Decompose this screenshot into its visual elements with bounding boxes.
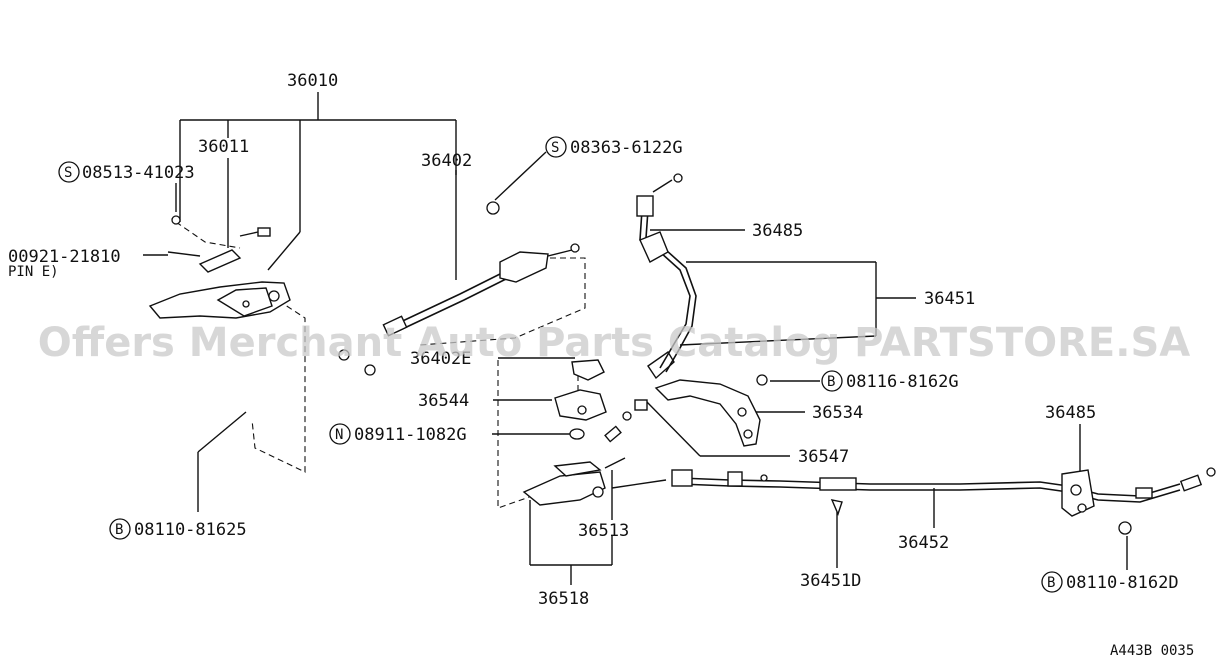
leader-lines xyxy=(143,92,1128,585)
dashed-assembly-lines xyxy=(175,221,586,509)
left-rear-cable xyxy=(636,173,697,373)
label-36451: 36451 xyxy=(924,289,975,309)
callout-letter: N xyxy=(335,427,343,443)
label-36011: 36011 xyxy=(198,137,249,157)
callout-s-08513: S 08513-41023 xyxy=(58,161,195,183)
callout-b-08110-8162d: B 08110-8162D xyxy=(1041,571,1179,593)
label-36485-top: 36485 xyxy=(752,221,803,241)
equalizer-bracket xyxy=(554,359,607,440)
label-36010: 36010 xyxy=(287,71,338,91)
label-36452: 36452 xyxy=(898,533,949,553)
front-cable xyxy=(338,201,580,376)
callout-letter: S xyxy=(551,140,559,156)
callout-s-08363: S 08363-6122G xyxy=(545,136,683,158)
callout-letter: B xyxy=(115,522,123,538)
label-36485-right: 36485 xyxy=(1045,403,1096,423)
label-36534: 36534 xyxy=(812,403,863,423)
callout-n-08911: N 08911-1082G xyxy=(329,423,467,445)
part-number-labels: 36010 36011 36402 00921-21810 PIN E) 364… xyxy=(8,71,1194,659)
callout-text: 08513-41023 xyxy=(82,163,195,183)
callout-text: 08363-6122G xyxy=(570,138,683,158)
label-36451d: 36451D xyxy=(800,571,861,591)
callout-b-08110-81625: B 08110-81625 xyxy=(109,518,247,540)
callout-text: 08110-81625 xyxy=(134,520,247,540)
label-36513: 36513 xyxy=(578,521,629,541)
right-rear-cable xyxy=(671,467,1216,535)
callout-b-08116: B 08116-8162G xyxy=(821,370,959,392)
watermark: Offers Merchant Auto Parts Catalog PARTS… xyxy=(38,320,1190,366)
label-36402: 36402 xyxy=(421,151,472,171)
figure-code: A443B 0035 xyxy=(1110,643,1194,659)
label-00921-21810: 00921-21810 xyxy=(8,247,121,267)
callout-letter: B xyxy=(827,374,835,390)
callout-letter: B xyxy=(1047,575,1055,591)
label-36547: 36547 xyxy=(798,447,849,467)
hand-lever-assembly xyxy=(148,215,291,319)
callout-text: 08110-8162D xyxy=(1066,573,1179,593)
label-36402e: 36402E xyxy=(410,349,471,369)
callout-text: 08911-1082G xyxy=(354,425,467,445)
label-36544: 36544 xyxy=(418,391,469,411)
callout-letter: S xyxy=(64,165,72,181)
cable-adjuster-parts xyxy=(522,350,675,506)
label-pin: PIN E) xyxy=(8,264,59,280)
rear-bracket xyxy=(654,374,768,447)
callout-text: 08116-8162G xyxy=(846,372,959,392)
label-36518: 36518 xyxy=(538,589,589,609)
